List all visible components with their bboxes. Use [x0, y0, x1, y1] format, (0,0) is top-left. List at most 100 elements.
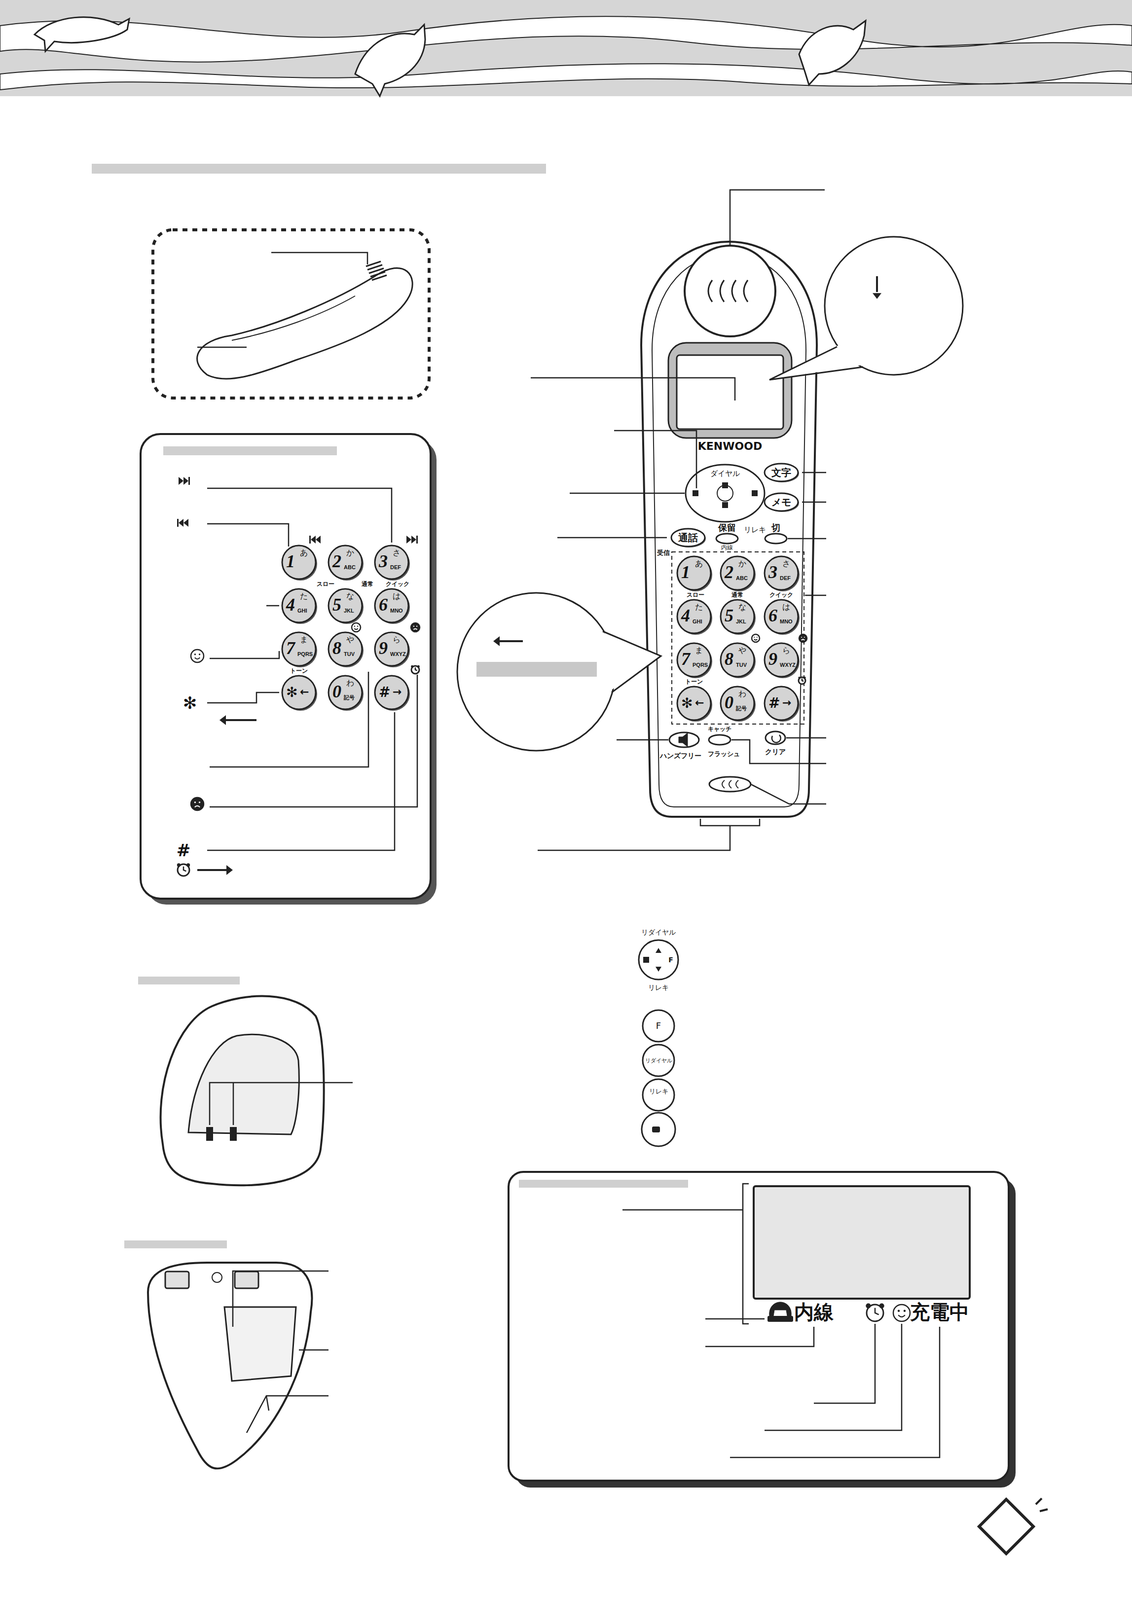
key-kana: ←: [299, 686, 309, 698]
face-symbol: [416, 625, 418, 627]
key-label: 6: [378, 595, 388, 614]
skip-symbol: [309, 535, 311, 544]
charge-contact: [229, 1127, 237, 1141]
key-face: [328, 545, 363, 580]
key-face: [677, 686, 711, 721]
key-kana: や: [346, 635, 355, 644]
charger-figure: [160, 996, 325, 1186]
leader-line: [209, 674, 418, 807]
key-label: ✻: [286, 685, 298, 700]
handset-body: [641, 241, 817, 817]
phone-icon: [769, 1302, 792, 1316]
microphone-slot: [722, 780, 725, 789]
skip-symbol: [416, 535, 418, 544]
keypad-key: 8やTUV: [719, 642, 756, 678]
leader-line: [266, 1395, 269, 1411]
page-corner-mark: [1039, 1509, 1048, 1512]
button-label: キャッチ: [707, 726, 732, 732]
callout-tail: [769, 346, 864, 380]
display-legend-panel: [508, 1171, 1009, 1481]
skip-symbol: [177, 518, 179, 527]
arrow-head: [226, 865, 233, 876]
button-shape: [764, 463, 799, 482]
key-kana: た: [694, 603, 703, 612]
leader-line: [298, 1349, 329, 1352]
button-shape: [764, 493, 799, 512]
key-label: #: [378, 685, 391, 700]
dial-pad: [685, 464, 765, 522]
key-kana: た: [299, 592, 308, 601]
key-letters: JKL: [343, 608, 355, 614]
dolphin-figure: [355, 24, 426, 97]
keypad-key: ✻←: [281, 674, 317, 711]
clock-symbol: [415, 667, 418, 671]
face-symbol: [898, 1314, 906, 1317]
leader-line: [786, 737, 827, 739]
leader-line: [813, 1323, 876, 1404]
leader-line: [232, 1082, 235, 1126]
leader-line: [530, 377, 735, 401]
key-kana: あ: [299, 548, 308, 557]
arrow-head: [872, 292, 882, 299]
button: 通話: [670, 527, 706, 548]
handsfree-button: [669, 732, 699, 748]
face-symbol: [410, 622, 420, 632]
leader-line: [197, 346, 247, 349]
key-letters: WXYZ: [779, 662, 796, 668]
screw-hole: [212, 1272, 222, 1283]
keypad-key: 0わ記号: [327, 674, 364, 711]
keypad-key: #→: [763, 685, 800, 722]
heading-bar: [91, 163, 547, 174]
leader-line: [569, 492, 685, 495]
header-wave: [0, 63, 1132, 90]
button-shape: [642, 1044, 675, 1077]
key-label: 2: [332, 552, 342, 571]
keypad-key: 2かABC: [719, 555, 756, 591]
cord-channel: [224, 1307, 296, 1382]
dial-icon: [655, 966, 662, 972]
button-label: ハンズフリー: [659, 752, 702, 760]
face-symbol: [194, 657, 200, 659]
earpiece: [684, 245, 776, 337]
earpiece-slot: [708, 280, 713, 302]
key-letters: ABC: [735, 575, 748, 582]
face-symbol: [801, 639, 805, 641]
key-letters: 記号: [343, 694, 355, 701]
skip-symbol: [406, 535, 412, 544]
clock-symbol: [865, 1303, 871, 1309]
key-face: [328, 675, 363, 710]
key-letters: GHI: [297, 608, 308, 614]
key-kana: ま: [694, 646, 703, 655]
key-label: F: [668, 956, 674, 964]
face-symbol: [354, 628, 358, 630]
face-symbol: [903, 1310, 906, 1313]
keypad-key: 2かABC: [327, 544, 364, 581]
key-letters: JKL: [735, 619, 747, 625]
key-kana: か: [346, 548, 355, 557]
rubber-foot: [165, 1271, 189, 1289]
phone-button-icon: [652, 1126, 660, 1133]
leader-line: [207, 692, 280, 703]
bracket: [700, 818, 760, 826]
keypad-panel: [140, 434, 431, 899]
face-symbol: [198, 653, 201, 656]
key-letters: TUV: [735, 662, 747, 668]
face-symbol: [354, 625, 356, 627]
key-label: 8: [724, 650, 734, 668]
clock-symbol: [875, 1308, 879, 1315]
key-face: [720, 556, 755, 590]
dial-icon: [655, 948, 662, 953]
handset-figure: [197, 267, 413, 379]
button-outline: [641, 1078, 676, 1112]
key-face: [720, 599, 755, 634]
arrow-head: [219, 715, 226, 726]
display-surround: [668, 342, 792, 439]
arrow-symbol: [197, 869, 227, 872]
page-corner-mark: [979, 1499, 1034, 1554]
bracket: [742, 1183, 749, 1324]
key-label: 0: [724, 693, 734, 712]
button-label: 受信: [657, 549, 670, 556]
leader-line: [764, 1323, 902, 1431]
leader-line: [787, 538, 827, 540]
leader-line: [705, 1326, 814, 1347]
